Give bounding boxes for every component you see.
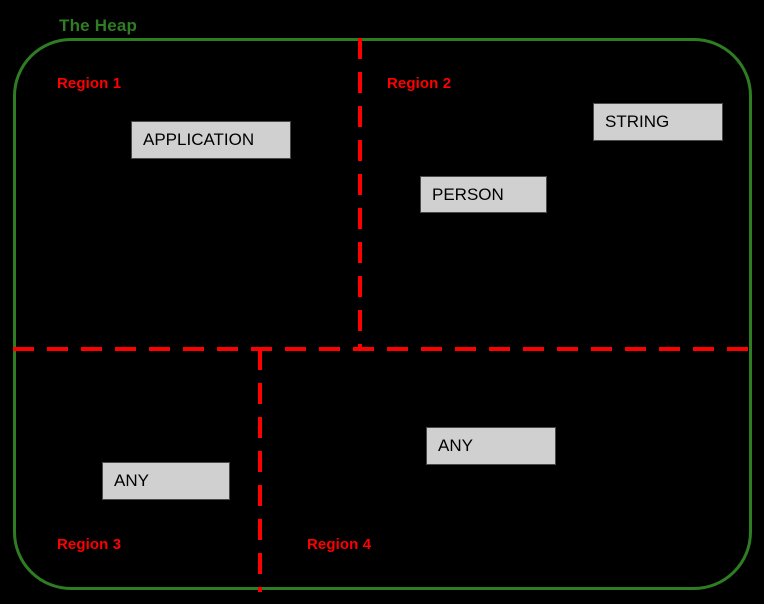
region-label-2: Region 2 — [387, 75, 452, 92]
region-label-4: Region 4 — [307, 536, 372, 553]
vertical-divider-line-top — [358, 38, 362, 349]
heap-title-label: The Heap — [59, 16, 138, 35]
region-label-3: Region 3 — [57, 536, 122, 553]
object-box-string: STRING — [593, 103, 723, 141]
horizontal-divider-line — [13, 347, 752, 351]
object-box-person: PERSON — [420, 176, 547, 213]
vertical-divider-line-bottom — [258, 349, 262, 592]
object-box-any-region-4: ANY — [426, 427, 556, 465]
object-box-application: APPLICATION — [131, 121, 291, 159]
object-box-any-region-3: ANY — [102, 462, 230, 500]
heap-boundary — [13, 38, 752, 590]
region-label-1: Region 1 — [57, 75, 122, 92]
